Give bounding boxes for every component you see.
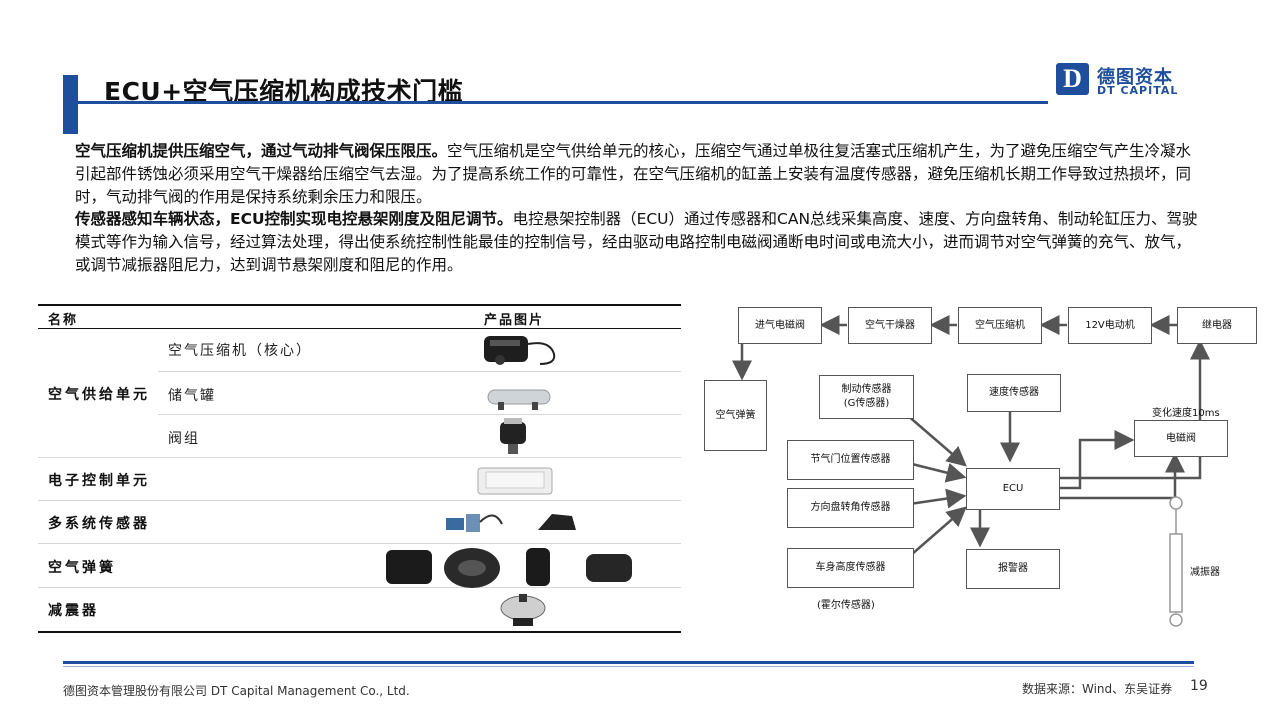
shock-absorber-image bbox=[500, 594, 546, 626]
paragraph-compressor-text: 空气压缩机是空气供给单元的核心，压缩空气通过单极往复活塞式压缩机产生，为了避免压… bbox=[75, 142, 1192, 206]
paragraph-compressor: 空气压缩机提供压缩空气，通过气动排气阀保压限压。空气压缩机是空气供给单元的核心，… bbox=[75, 140, 1200, 209]
ecu-image bbox=[477, 467, 553, 495]
node-air-spring: 空气弹簧 bbox=[704, 380, 767, 451]
node-inlet-valve: 进气电磁阀 bbox=[738, 307, 822, 344]
logo-en-text: DT CAPITAL bbox=[1097, 84, 1179, 97]
row-divider bbox=[38, 587, 681, 588]
footer-rule-thin bbox=[63, 666, 1194, 667]
paragraph-ecu-text: 电控悬架控制器（ECU）通过传感器和CAN总线采集高度、速度、方向盘转角、制动轮… bbox=[75, 210, 1198, 274]
node-ecu: ECU bbox=[966, 468, 1060, 510]
item-compressor: 空气压缩机（核心） bbox=[168, 343, 312, 359]
paragraph-ecu-lead: 传感器感知车辆状态，ECU控制实现电控悬架刚度及阻尼调节。 bbox=[75, 210, 513, 228]
node-brake-sensor: 制动传感器 (G传感器) bbox=[819, 375, 914, 419]
suspension-system-diagram bbox=[732, 315, 1210, 627]
row-divider bbox=[38, 543, 681, 544]
paragraph-compressor-lead: 空气压缩机提供压缩空气，通过气动排气阀保压限压。 bbox=[75, 142, 448, 160]
table-header-rule bbox=[38, 328, 681, 329]
category-damper: 减震器 bbox=[48, 603, 99, 619]
category-air-supply: 空气供给单元 bbox=[48, 387, 150, 403]
logo-cn-text: 德图资本 bbox=[1097, 67, 1173, 88]
label-damper: 减振器 bbox=[1190, 567, 1220, 578]
item-valve: 阀组 bbox=[168, 431, 200, 447]
node-steering-sensor: 方向盘转角传感器 bbox=[787, 488, 914, 528]
node-solenoid: 电磁阀 bbox=[1134, 420, 1228, 457]
row-divider bbox=[38, 457, 681, 458]
compressor-image bbox=[484, 336, 556, 365]
air-spring-image bbox=[386, 548, 632, 588]
tank-image bbox=[487, 389, 551, 410]
paragraph-ecu: 传感器感知车辆状态，ECU控制实现电控悬架刚度及阻尼调节。电控悬架控制器（ECU… bbox=[75, 208, 1200, 277]
node-speed-sensor: 速度传感器 bbox=[967, 374, 1061, 412]
footer-company: 德图资本管理股份有限公司 DT Capital Management Co., … bbox=[63, 684, 410, 698]
title-underline bbox=[78, 101, 1048, 104]
dt-logo-icon: D bbox=[1056, 63, 1089, 95]
node-air-dryer: 空气干燥器 bbox=[848, 307, 932, 344]
category-air-spring: 空气弹簧 bbox=[48, 560, 116, 576]
title-accent-bar bbox=[63, 75, 78, 134]
sensor-image bbox=[446, 514, 576, 532]
footer-source: 数据来源：Wind、东吴证券 bbox=[1022, 682, 1173, 696]
label-hall-sensor: (霍尔传感器) bbox=[817, 600, 875, 611]
node-height-sensor: 车身高度传感器 bbox=[787, 548, 914, 588]
row-divider bbox=[38, 500, 681, 501]
node-throttle-sensor: 节气门位置传感器 bbox=[787, 440, 914, 480]
row-divider bbox=[158, 371, 681, 372]
category-sensors: 多系统传感器 bbox=[48, 516, 150, 532]
row-divider bbox=[158, 414, 681, 415]
item-tank: 储气罐 bbox=[168, 388, 216, 404]
page-number: 19 bbox=[1190, 678, 1208, 694]
category-ecu: 电子控制单元 bbox=[48, 473, 150, 489]
node-relay: 继电器 bbox=[1177, 307, 1257, 344]
footer-rule bbox=[63, 661, 1194, 664]
node-motor-12v: 12V电动机 bbox=[1068, 307, 1152, 344]
table-bottom-rule bbox=[38, 631, 681, 633]
table-header-name: 名称 bbox=[48, 313, 79, 328]
table-top-rule bbox=[38, 304, 681, 306]
node-compressor: 空气压缩机 bbox=[958, 307, 1042, 344]
table-header-image: 产品图片 bbox=[484, 313, 545, 328]
valve-image bbox=[500, 418, 526, 454]
node-alarm: 报警器 bbox=[966, 549, 1060, 589]
label-speed-change: 变化速度10ms bbox=[1152, 408, 1220, 419]
